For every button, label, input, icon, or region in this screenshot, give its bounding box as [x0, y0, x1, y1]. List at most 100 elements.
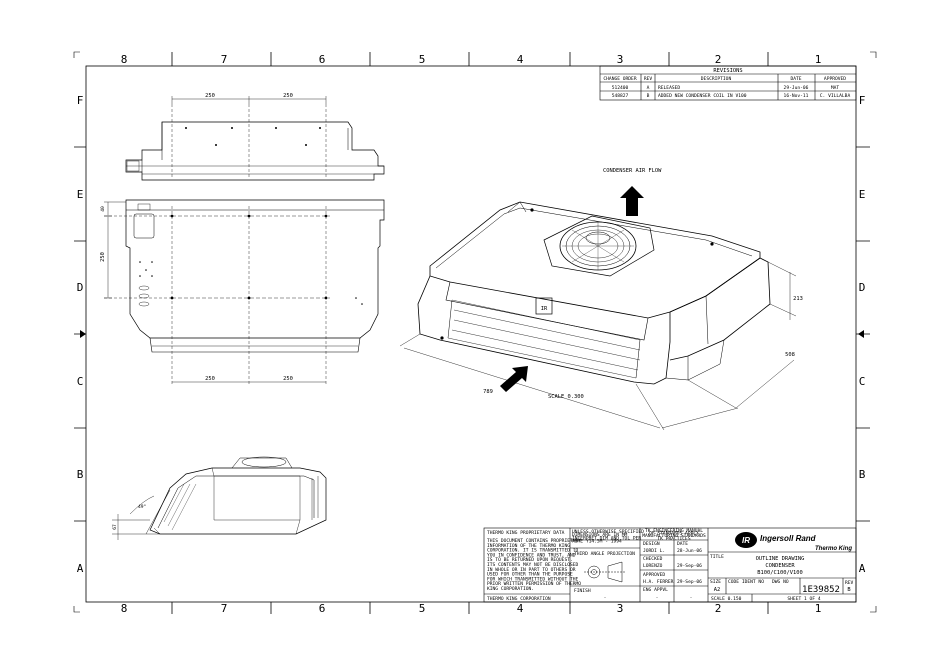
- side-elevation-view: [125, 121, 385, 181]
- drawn-label: DESIGN: [643, 541, 660, 547]
- scale-text: SCALE 0.150: [711, 596, 742, 602]
- zone-col-top-4: 4: [517, 53, 524, 66]
- revisions-table: [599, 65, 857, 101]
- zone-row-right-A: A: [859, 562, 866, 575]
- third-angle-projection-icon: [584, 561, 626, 583]
- zone-col-top-6: 6: [319, 53, 326, 66]
- zone-col-bottom-8: 8: [121, 602, 128, 615]
- rev-header-rev: REV: [644, 76, 653, 82]
- airflow-up-arrow-icon: [620, 186, 644, 216]
- proprietary-line: KING CORPORATION.: [487, 586, 534, 592]
- unless-line: UNLESS OTHERWISE SPECIFIED: [572, 529, 644, 535]
- eng-label: ENG APPVL: [643, 587, 668, 593]
- checked-date: 29-Sep-06: [677, 563, 702, 569]
- zone-row-right-D: D: [859, 281, 866, 294]
- ingersoll-rand-logo-icon: IR Ingersoll Rand Thermo King: [735, 532, 852, 552]
- side-dim-height: 67: [112, 524, 118, 530]
- finish-label: FINISH: [574, 588, 591, 594]
- zone-col-top-8: 8: [121, 53, 128, 66]
- standards-line: OF STANDARDS APPLY: [649, 531, 699, 537]
- date-label: DATE: [677, 541, 688, 547]
- title-line-2: CONDENSER: [765, 563, 795, 569]
- checked-label: CHECKED: [643, 556, 663, 562]
- proprietary-line: YOU IN CONFIDENCE AND TRUST, AND: [487, 552, 576, 558]
- rev-row-2-date: 16-Nov-11: [784, 93, 809, 99]
- title-line-3: B100/C100/V100: [757, 570, 802, 576]
- zone-col-bottom-6: 6: [319, 602, 326, 615]
- zone-col-bottom-7: 7: [221, 602, 228, 615]
- badge-logo-icon: IR: [541, 306, 548, 312]
- iso-dim-length: 789: [483, 389, 493, 395]
- rev-row-1-order: 512400: [612, 85, 629, 91]
- standards-line: MANUFACTURING STANDARDS: [642, 533, 706, 539]
- proprietary-line: FOR WHICH TRANSMITTED WITHOUT THE: [487, 576, 579, 582]
- approved-label: APPROVED: [643, 572, 665, 578]
- proprietary-line: IS TO BE RETURNED UPON REQUEST.: [487, 557, 573, 563]
- center-mark-left: [80, 330, 86, 338]
- rev-row-2-rev: B: [647, 93, 650, 99]
- proprietary-line: CORPORATION. IT IS TRANSMITTED TO: [487, 548, 579, 554]
- rev-header-description: DESCRIPTION: [701, 76, 732, 82]
- proprietary-footer: THERMO KING CORPORATION: [487, 596, 551, 602]
- approved-date: 29-Sep-06: [677, 579, 702, 585]
- side-dim-top: 40: [100, 206, 106, 212]
- approved-name: H.A. FERRER: [643, 579, 674, 585]
- airflow-in-arrow-icon: [500, 366, 528, 392]
- side-dim-mid: 250: [100, 252, 106, 262]
- proprietary-line: THIS DOCUMENT CONTAINS PROPRIETARY: [487, 538, 581, 544]
- logo-main-text: Ingersoll Rand: [760, 534, 817, 543]
- eng-name: -: [656, 596, 659, 601]
- title-line-1: OUTLINE DRAWING: [756, 556, 805, 562]
- standards-line: TK ENGINEERING MANUAL: [645, 528, 703, 534]
- drawn-name: JORDI L.: [643, 548, 665, 554]
- rev-row-1-rev: A: [647, 85, 650, 91]
- zone-row-right-F: F: [859, 94, 866, 107]
- eng-date: -: [690, 596, 693, 601]
- proprietary-line: INFORMATION OF THE THERMO KING: [487, 543, 570, 549]
- top-dim-right: 250: [283, 93, 293, 99]
- bottom-dim-left: 250: [205, 376, 215, 382]
- rev-label: REV: [845, 580, 854, 586]
- rev-header-change-order: CHANGE ORDER: [603, 76, 636, 82]
- finish-value: -: [604, 596, 607, 601]
- zone-col-top-3: 3: [617, 53, 624, 66]
- size-value: A2: [714, 587, 721, 593]
- title-block: [483, 527, 857, 603]
- sheet-text: SHEET 1 OF 4: [787, 596, 820, 602]
- proprietary-line: USED FOR OTHER THAN THE PURPOSE: [487, 572, 573, 578]
- dwg-number: 1E39852: [802, 585, 840, 595]
- iso-dim-depth: 508: [785, 352, 795, 358]
- svg-text:IR: IR: [742, 536, 750, 545]
- zone-row-right-E: E: [859, 188, 866, 201]
- standards-line: TK PRACTICES: [657, 536, 690, 542]
- zone-col-bottom-4: 4: [517, 602, 524, 615]
- rev-value: B: [847, 587, 850, 593]
- zone-row-left-F: F: [77, 94, 84, 107]
- zone-col-top-2: 2: [715, 53, 722, 66]
- top-dim-left: 250: [205, 93, 215, 99]
- proprietary-line: ITS CONTENTS MAY NOT BE DISCLOSED: [487, 562, 579, 568]
- code-ident-label: CODE IDENT NO: [728, 579, 764, 585]
- center-mark-right: [858, 330, 864, 338]
- rev-row-2-order: 548827: [612, 93, 629, 99]
- bottom-dim-right: 250: [283, 376, 293, 382]
- proprietary-title: THERMO KING PROPRIETARY DATA: [487, 530, 565, 536]
- rev-row-2-desc: ADDED NEW CONDENSER COIL IN V100: [658, 93, 747, 99]
- rev-row-2-approved: C. VILLALBA: [820, 93, 851, 99]
- side-profile-view: [149, 456, 327, 535]
- side-dim-angle: 49°: [138, 504, 147, 510]
- zone-col-bottom-3: 3: [617, 602, 624, 615]
- unless-line: DIMENSIONS ARE IN MM: [572, 532, 628, 538]
- rev-row-1-desc: RELEASED: [658, 85, 680, 91]
- unless-line: ASME Y14.5M - 1994: [572, 539, 622, 545]
- revisions-title: REVISIONS: [713, 68, 742, 74]
- zone-row-left-C: C: [77, 375, 84, 388]
- airflow-label: CONDENSER AIR FLOW: [603, 168, 662, 174]
- rev-row-1-date: 29-Jun-06: [784, 85, 809, 91]
- isometric-view: [417, 201, 771, 385]
- checked-name: LORENZO: [643, 563, 663, 569]
- projection-label: THIRD ANGLE PROJECTION: [574, 551, 635, 557]
- proprietary-line: PRIOR WRITTEN PERMISSION OF THERMO: [487, 581, 581, 587]
